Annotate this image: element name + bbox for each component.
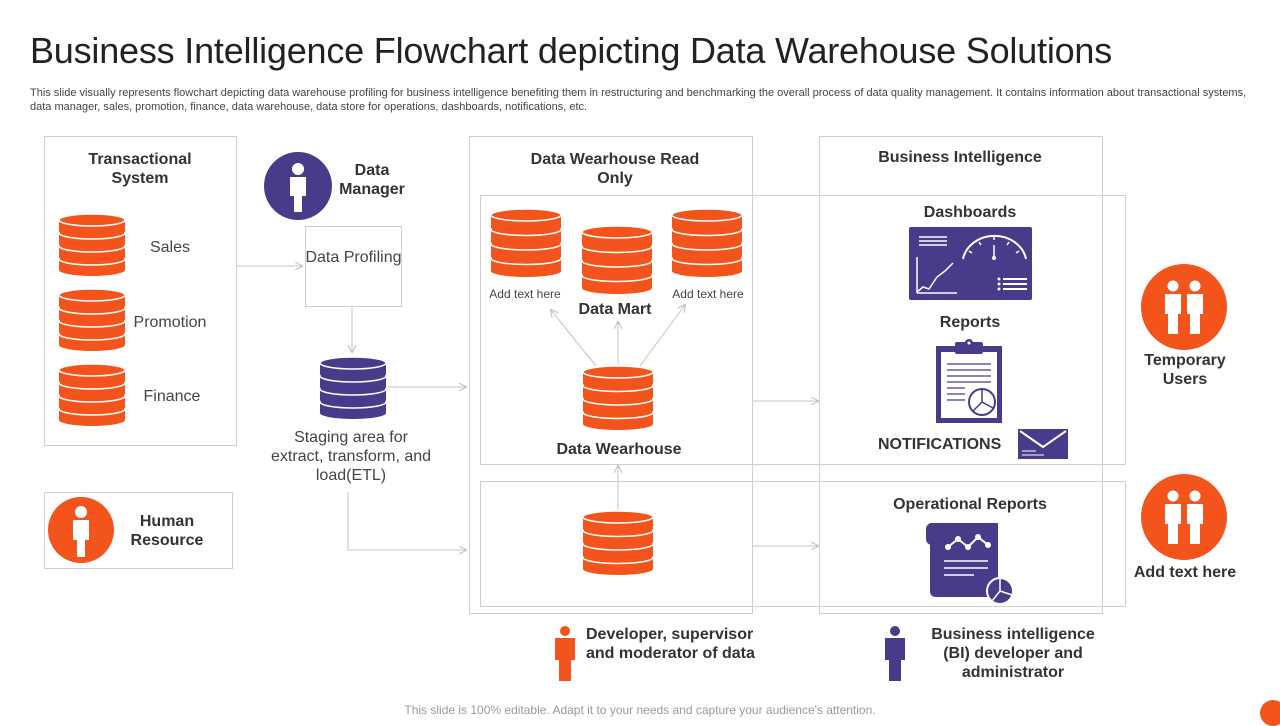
data-manager-label: Data Manager [339, 162, 405, 198]
temporary-users-label: Temporary Users [1144, 352, 1226, 388]
transactional-system-panel [44, 136, 237, 446]
dashboards-label: Dashboards [923, 204, 1017, 221]
notifications-label: NOTIFICATIONS [878, 436, 1002, 453]
data-profiling-label: Data Profiling [305, 249, 402, 266]
page-description: This slide visually represents flowchart… [30, 87, 1247, 113]
read-only-row [480, 195, 1126, 465]
corner-accent-dot [1260, 700, 1280, 726]
business-intelligence-panel [819, 136, 1103, 614]
human-resource-panel [44, 492, 233, 569]
add-text-users-icon [1141, 474, 1227, 560]
temporary-users-icon [1141, 264, 1227, 350]
promotion-label: Promotion [133, 314, 207, 331]
data-warehouse-header: Data Wearhouse Read Only [530, 151, 700, 187]
add-text-left: Add text here [489, 287, 561, 301]
staging-area-label: Staging area for extract, transform, and… [270, 429, 432, 484]
human-resource-label: Human Resource [130, 513, 204, 549]
operational-report-icon [926, 523, 1014, 605]
page-title: Business Intelligence Flowchart depictin… [30, 30, 1113, 71]
bi-developer-person-icon [885, 626, 905, 681]
transactional-system-header: Transactional System [88, 151, 192, 187]
envelope-icon [1018, 429, 1068, 459]
data-warehouse-label: Data Wearhouse [556, 441, 682, 458]
data-manager-icon [264, 152, 332, 220]
operational-reports-label: Operational Reports [893, 496, 1047, 513]
data-profiling-box [305, 226, 402, 307]
developer-person-icon [555, 626, 575, 681]
reports-label: Reports [939, 314, 1001, 331]
human-resource-icon [48, 497, 114, 563]
add-text-right: Add text here [672, 287, 744, 301]
developer-role-label: Developer, supervisor and moderator of d… [586, 626, 755, 662]
data-warehouse-panel [469, 136, 753, 614]
sales-label: Sales [149, 239, 191, 256]
business-intelligence-header: Business Intelligence [878, 149, 1042, 166]
data-mart-label: Data Mart [578, 301, 652, 318]
dashboard-icon [909, 227, 1032, 300]
add-text-users-label: Add text here [1133, 564, 1237, 581]
bi-developer-role-label: Business intelligence (BI) developer and… [931, 626, 1095, 681]
footer-note: This slide is 100% editable. Adapt it to… [404, 703, 876, 717]
operational-row [480, 481, 1126, 607]
report-clipboard-icon [936, 339, 1002, 423]
finance-label: Finance [143, 388, 201, 405]
